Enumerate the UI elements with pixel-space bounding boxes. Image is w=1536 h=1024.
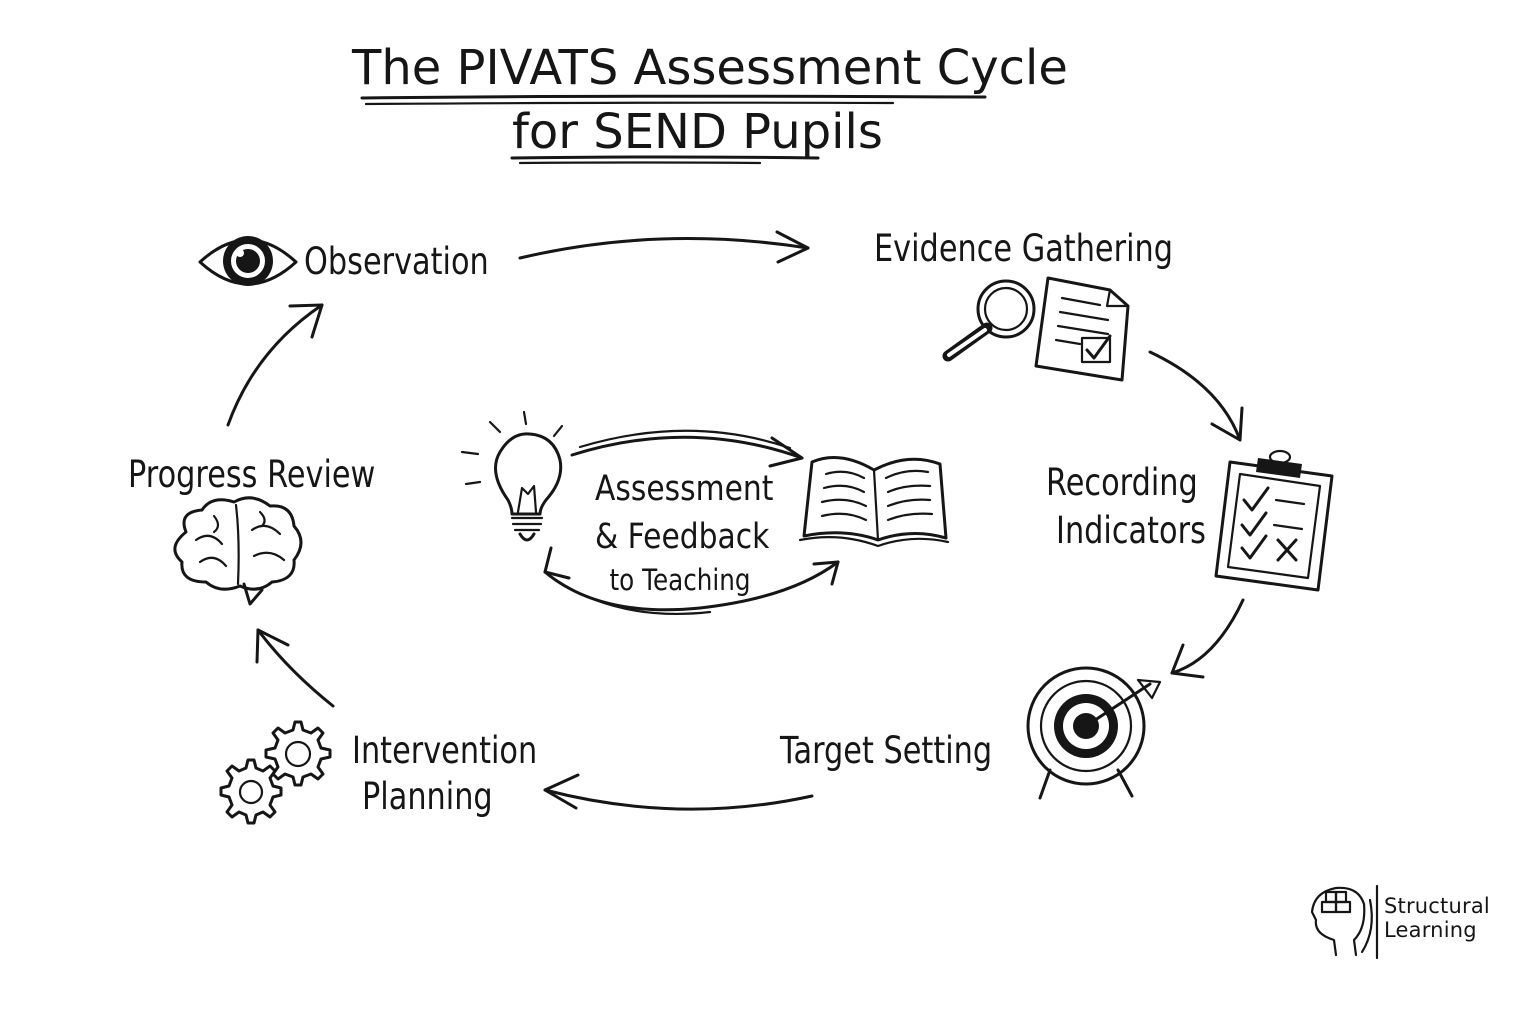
step-label-intervention: Intervention [352, 729, 538, 772]
open-book-icon [798, 456, 950, 548]
step-label-indicators: Indicators [1056, 509, 1206, 552]
step-label-observation: Observation [304, 240, 489, 283]
step-label-target-setting: Target Setting [780, 729, 993, 772]
center-arrow-bottom [543, 546, 840, 615]
brand-name-line-2: Learning [1384, 918, 1477, 942]
arrow-recording-to-target [1170, 598, 1245, 679]
step-label-progress-review: Progress Review [128, 453, 376, 496]
lightbulb-icon [460, 410, 564, 542]
title-underline [360, 94, 987, 165]
brand-name-line-1: Structural [1384, 894, 1490, 918]
title-line-2: for SEND Pupils [512, 104, 883, 160]
clipboard-checklist-icon [1214, 449, 1334, 592]
arrow-target-to-intervention [543, 773, 814, 811]
gears-icon [219, 720, 332, 825]
step-label-evidence-gathering: Evidence Gathering [874, 227, 1173, 270]
center-label-to-teaching: to Teaching [609, 563, 751, 597]
title-line-1: The PIVATS Assessment Cycle [352, 40, 1068, 96]
center-label-assessment: Assessment [595, 469, 774, 509]
step-label-planning: Planning [362, 775, 493, 818]
step-label-recording: Recording [1046, 461, 1198, 504]
arrow-observation-to-evidence [518, 230, 810, 264]
center-arrow-top [570, 429, 804, 468]
magnifier-document-icon [942, 276, 1130, 382]
center-label-feedback: & Feedback [595, 517, 770, 557]
arrow-intervention-to-progress [255, 628, 335, 708]
head-puzzle-icon [1310, 884, 1379, 960]
brain-icon [173, 496, 303, 606]
arrow-progress-to-observation [226, 303, 324, 427]
eye-icon [198, 236, 298, 286]
target-arrow-icon [1026, 666, 1162, 800]
arrow-evidence-to-recording [1148, 350, 1244, 442]
